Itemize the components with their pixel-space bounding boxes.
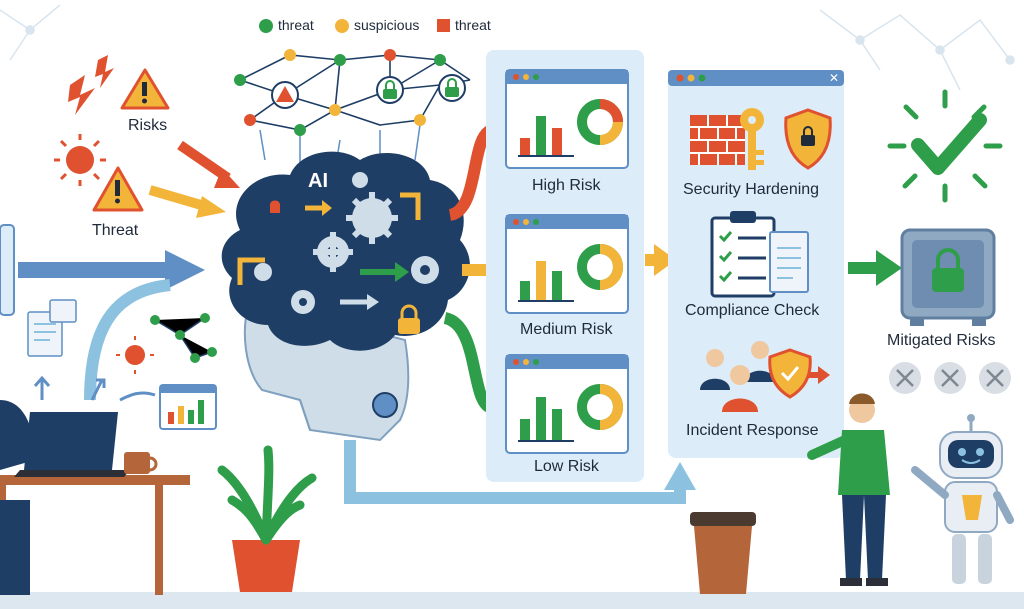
window-dot — [523, 74, 529, 80]
window-dot — [513, 359, 519, 365]
neutralized-threats — [889, 362, 1011, 394]
mini-bar — [536, 261, 546, 301]
coffee-cup — [690, 512, 756, 594]
robot-assistant — [911, 414, 1014, 584]
incident-response-label: Incident Response — [686, 422, 819, 439]
threat-network-graph — [234, 49, 471, 171]
person-icon — [706, 349, 724, 367]
mini-bar — [552, 409, 562, 441]
threat-label: Threat — [92, 222, 139, 239]
high-risk-arrow — [447, 124, 495, 221]
data-flow-arrow — [0, 224, 205, 401]
person-icon-3 — [730, 365, 750, 385]
floor — [0, 592, 1024, 609]
coffee-mug — [124, 452, 150, 474]
mini-bar — [520, 138, 530, 156]
plant — [217, 445, 317, 592]
low-risk-label: Low Risk — [534, 458, 599, 475]
warning-icon — [276, 86, 294, 102]
vault-lock-icon — [932, 268, 964, 292]
feedback-loop-arrow — [344, 440, 686, 504]
donut-segment — [599, 244, 623, 268]
presenter-person — [807, 393, 890, 586]
window-dot — [533, 219, 539, 225]
network-background — [0, 4, 1015, 91]
ai-label: AI — [308, 170, 328, 192]
window-dot — [523, 219, 529, 225]
legend — [259, 19, 450, 33]
window-dot — [533, 359, 539, 365]
legend-dot-threat-green — [259, 19, 273, 33]
incident-response-icons — [700, 341, 830, 412]
risk-windows — [505, 69, 629, 454]
low-risk-window-titlebar — [506, 355, 628, 369]
mini-bar — [552, 271, 562, 301]
mini-bar — [536, 116, 546, 156]
person-icon-2 — [751, 341, 769, 359]
donut-segment — [599, 99, 623, 123]
virus-icon — [66, 146, 94, 174]
compliance-check-label: Compliance Check — [685, 302, 820, 319]
threat-arrow — [148, 185, 210, 212]
analyst-person — [0, 400, 35, 470]
mini-bar — [536, 397, 546, 441]
high-risk-window-titlebar — [506, 70, 628, 84]
document-icon-2 — [769, 231, 809, 293]
donut-segment — [599, 406, 623, 430]
legend-label-threat: threat — [278, 17, 314, 33]
lightning-icon — [68, 75, 95, 115]
lock-icon-2 — [445, 87, 459, 97]
compliance-check-icons — [710, 211, 809, 298]
analyst-desk — [0, 400, 190, 595]
virus-icon-small — [125, 345, 145, 365]
gear-icon-5 — [254, 263, 272, 281]
donut-segment — [599, 266, 623, 290]
window-dot — [523, 359, 529, 365]
risks-label: Risks — [128, 117, 168, 134]
window-dot — [533, 74, 539, 80]
response-shield-icon — [768, 348, 812, 399]
lightning-icon-2 — [95, 55, 114, 88]
ai-brain — [221, 151, 470, 442]
medium-risk-window-titlebar — [506, 215, 628, 229]
low-risk-arrow — [442, 312, 495, 414]
window-dot — [513, 74, 519, 80]
mitigated-risks-label: Mitigated Risks — [887, 332, 996, 349]
laptop-icon — [24, 412, 118, 470]
security-hardening-label: Security Hardening — [683, 181, 820, 198]
mini-bar — [552, 128, 562, 156]
medium-risk-label: Medium Risk — [520, 321, 613, 338]
legend-label-suspicious: suspicious — [354, 17, 420, 33]
security-hardening-icons — [690, 108, 832, 170]
mini-bar — [520, 419, 530, 441]
donut-segment — [599, 121, 623, 145]
legend-dot-suspicious — [335, 19, 349, 33]
risks-arrow — [177, 140, 231, 183]
mini-bar — [520, 281, 530, 301]
gear-icon-6 — [352, 172, 368, 188]
high-risk-label: High Risk — [532, 177, 601, 194]
donut-segment — [599, 384, 623, 408]
brain-lock-icon — [398, 318, 420, 334]
legend-square-threat-red — [437, 19, 450, 32]
success-check-icon — [887, 89, 1003, 203]
data-sources — [27, 299, 217, 430]
risk-inputs — [54, 55, 240, 218]
window-dot — [513, 219, 519, 225]
lock-icon — [383, 89, 397, 99]
svg-text:✕: ✕ — [829, 71, 839, 85]
legend-label-threat-red: threat — [455, 17, 491, 33]
bug-icon — [270, 200, 280, 213]
vault-icon — [900, 228, 996, 326]
